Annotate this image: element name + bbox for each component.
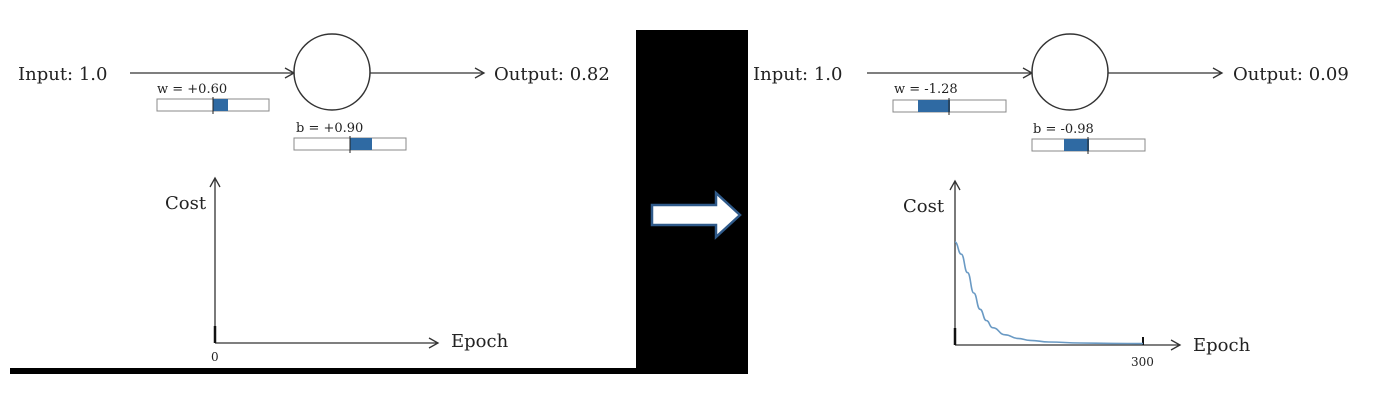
- x-tick-label: 300: [1131, 355, 1154, 369]
- cost-chart-after: Cost Epoch 300: [903, 179, 1251, 369]
- output-label: Output: 0.09: [1233, 64, 1349, 85]
- cost-curve: [954, 241, 1144, 345]
- divider-panel: [636, 30, 748, 374]
- output-label: Output: 0.82: [494, 64, 610, 85]
- x-tick-label: 0: [211, 350, 219, 364]
- bias-slider[interactable]: [1031, 137, 1146, 154]
- panel-after-training: Input: 1.0 Output: 0.09 w = -1.28 b = -0…: [753, 33, 1349, 369]
- cost-chart-before: Cost Epoch 0: [165, 176, 509, 364]
- input-label: Input: 1.0: [18, 64, 107, 85]
- left-panel-bottom-border: [10, 368, 638, 374]
- y-axis-label: Cost: [165, 193, 207, 214]
- weight-slider-fill: [918, 100, 950, 112]
- bias-label: b = -0.98: [1033, 122, 1094, 137]
- x-axis-label: Epoch: [1193, 335, 1251, 356]
- x-axis-label: Epoch: [451, 331, 509, 352]
- weight-label: w = +0.60: [157, 82, 227, 97]
- input-label: Input: 1.0: [753, 64, 842, 85]
- weight-slider[interactable]: [156, 97, 270, 114]
- bias-slider-fill: [1064, 139, 1089, 151]
- bias-slider-fill: [350, 138, 372, 150]
- weight-label: w = -1.28: [894, 82, 958, 97]
- neuron-circle-icon: [1031, 33, 1109, 111]
- y-axis-label: Cost: [903, 196, 945, 217]
- neuron-circle-icon: [293, 33, 371, 111]
- weight-slider-fill: [213, 99, 228, 111]
- panel-before-training: Input: 1.0 Output: 0.82 w = +0.60 b = +0…: [18, 33, 610, 364]
- weight-slider[interactable]: [892, 98, 1007, 115]
- right-block-arrow-icon: [650, 190, 742, 240]
- bias-label: b = +0.90: [296, 121, 363, 136]
- bias-slider[interactable]: [293, 136, 407, 153]
